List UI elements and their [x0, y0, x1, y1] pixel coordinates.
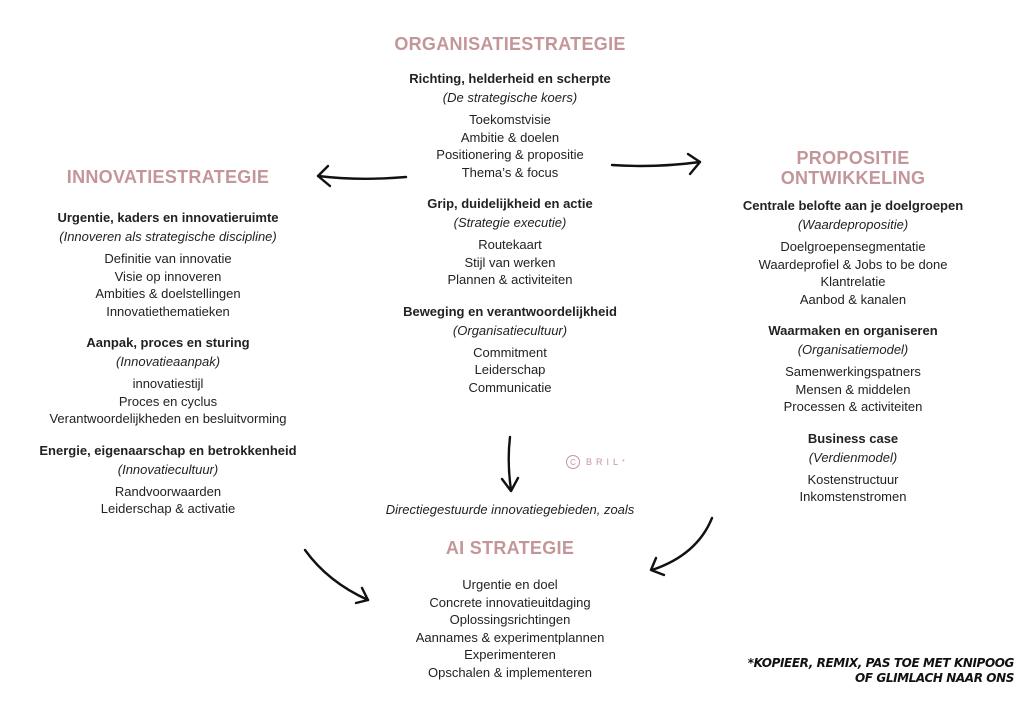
ai-title: AI STRATEGIE — [445, 538, 575, 558]
organisatie-s1-item: Thema’s & focus — [461, 164, 559, 180]
propositie-s1-note: (Waardepropositie) — [797, 217, 909, 232]
innovatie-column: INNOVATIESTRATEGIE Urgentie, kaders en i… — [8, 167, 328, 518]
organisatie-s3-item: Communicatie — [468, 379, 552, 395]
innovatie-s1-item: Ambities & doelstellingen — [95, 286, 241, 301]
propositie-s3-item: Kostenstructuur — [807, 471, 899, 487]
arrow-innovatie-to-ai-icon — [303, 548, 370, 605]
ai-item: Concrete innovatieuitdaging — [429, 594, 591, 610]
ai-item: Aannames & experimentplannen — [415, 629, 605, 645]
innovatie-s2-item: innovatiestijl — [132, 376, 204, 391]
ai-item: Urgentie en doel — [462, 577, 558, 592]
propositie-s1-heading: Centrale belofte aan je doelgroepen — [742, 198, 964, 213]
organisatie-s1-heading: Richting, helderheid en scherpte — [409, 71, 611, 86]
copyright-icon: C — [566, 455, 580, 469]
innovatie-s1-note: (Innoveren als strategische discipline) — [59, 229, 277, 244]
organisatie-s3-heading: Beweging en verantwoordelijkheid — [403, 303, 617, 319]
propositie-s2-item: Samenwerkingspatners — [785, 364, 921, 379]
innovatie-title: INNOVATIESTRATEGIE — [66, 167, 270, 187]
bril-logo-star: * — [622, 458, 625, 466]
propositie-s1-item: Waardeprofiel & Jobs to be done — [758, 256, 948, 272]
propositie-s2-item: Mensen & middelen — [795, 381, 911, 397]
organisatie-s3-item: Leiderschap — [474, 362, 546, 377]
organisatie-s1-note: (De strategische koers) — [442, 90, 578, 105]
organisatie-s3-item: Commitment — [473, 344, 547, 360]
bril-logo: C BRIL * — [566, 452, 646, 472]
arrow-to-innovatie-icon — [316, 164, 408, 188]
ai-item: Experimenteren — [464, 647, 556, 662]
arrow-to-propositie-icon — [610, 152, 702, 176]
organisatie-s2-note: (Strategie executie) — [453, 215, 567, 230]
organisatie-s1-item: Ambitie & doelen — [460, 129, 560, 145]
ai-item: Opschalen & implementeren — [427, 664, 593, 680]
organisatie-s3-note: (Organisatiecultuur) — [452, 322, 568, 338]
innovatie-s2-item: Proces en cyclus — [118, 393, 218, 409]
organisatie-s1-item: Toekomstvisie — [469, 112, 551, 127]
innovatie-s2-heading: Aanpak, proces en sturing — [86, 335, 250, 350]
arrow-propositie-to-ai-icon — [649, 516, 714, 577]
propositie-s3-heading: Business case — [807, 430, 899, 446]
ai-column: AI STRATEGIE Urgentie en doel Concrete i… — [360, 538, 660, 681]
propositie-s1-item: Aanbod & kanalen — [799, 291, 907, 307]
arrow-down-to-directie-icon — [500, 435, 520, 493]
bril-logo-letters: BRIL — [586, 457, 623, 467]
organisatie-column: ORGANISATIESTRATEGIE Richting, helderhei… — [360, 34, 660, 396]
organisatie-s2-item: Routekaart — [478, 237, 542, 252]
innovatie-s3-note: (Innovatiecultuur) — [117, 461, 219, 477]
ai-item: Oplossingsrichtingen — [449, 612, 571, 627]
propositie-s2-heading: Waarmaken en organiseren — [768, 323, 938, 338]
propositie-s3-note: (Verdienmodel) — [808, 449, 898, 465]
propositie-s1-item: Klantrelatie — [820, 274, 886, 289]
propositie-column: PROPOSITIE ONTWIKKELING Centrale belofte… — [708, 148, 998, 506]
innovatie-s3-item: Randvoorwaarden — [114, 483, 222, 499]
innovatie-s2-note: (Innovatieaanpak) — [115, 354, 221, 369]
propositie-s2-item: Processen & activiteiten — [783, 399, 923, 414]
propositie-s2-note: (Organisatiemodel) — [797, 342, 909, 357]
footer-line2: OF GLIMLACH NAAR ONS — [855, 671, 1014, 685]
propositie-s1-item: Doelgroepensegmentatie — [780, 239, 926, 254]
propositie-title-line2: ONTWIKKELING — [780, 168, 926, 188]
propositie-title-line1: PROPOSITIE — [796, 148, 910, 168]
innovatie-s1-item: Definitie van innovatie — [104, 251, 232, 266]
innovatie-s3-item: Leiderschap & activatie — [100, 501, 236, 516]
footer-line1: *KOPIEER, REMIX, PAS TOE MET KNIPOOG — [747, 656, 1015, 670]
organisatie-s2-item: Plannen & activiteiten — [447, 272, 573, 287]
organisatie-s2-item: Stijl van werken — [464, 254, 556, 270]
propositie-s3-item: Inkomstenstromen — [799, 489, 907, 504]
innovatie-s3-heading: Energie, eigenaarschap en betrokkenheid — [39, 442, 297, 458]
innovatie-s1-heading: Urgentie, kaders en innovatieruimte — [57, 210, 279, 225]
organisatie-s1-item: Positionering & propositie — [436, 147, 584, 162]
directie-note: Directiegestuurde innovatiegebieden, zoa… — [385, 502, 635, 517]
innovatie-s1-item: Innovatiethematieken — [106, 303, 230, 319]
innovatie-s2-item: Verantwoordelijkheden en besluitvorming — [49, 411, 287, 426]
organisatie-title: ORGANISATIESTRATEGIE — [394, 34, 626, 54]
footer-note: *KOPIEER, REMIX, PAS TOE MET KNIPOOG OF … — [747, 656, 1015, 686]
innovatie-s1-item: Visie op innoveren — [114, 268, 222, 284]
organisatie-s2-heading: Grip, duidelijkheid en actie — [427, 196, 593, 211]
